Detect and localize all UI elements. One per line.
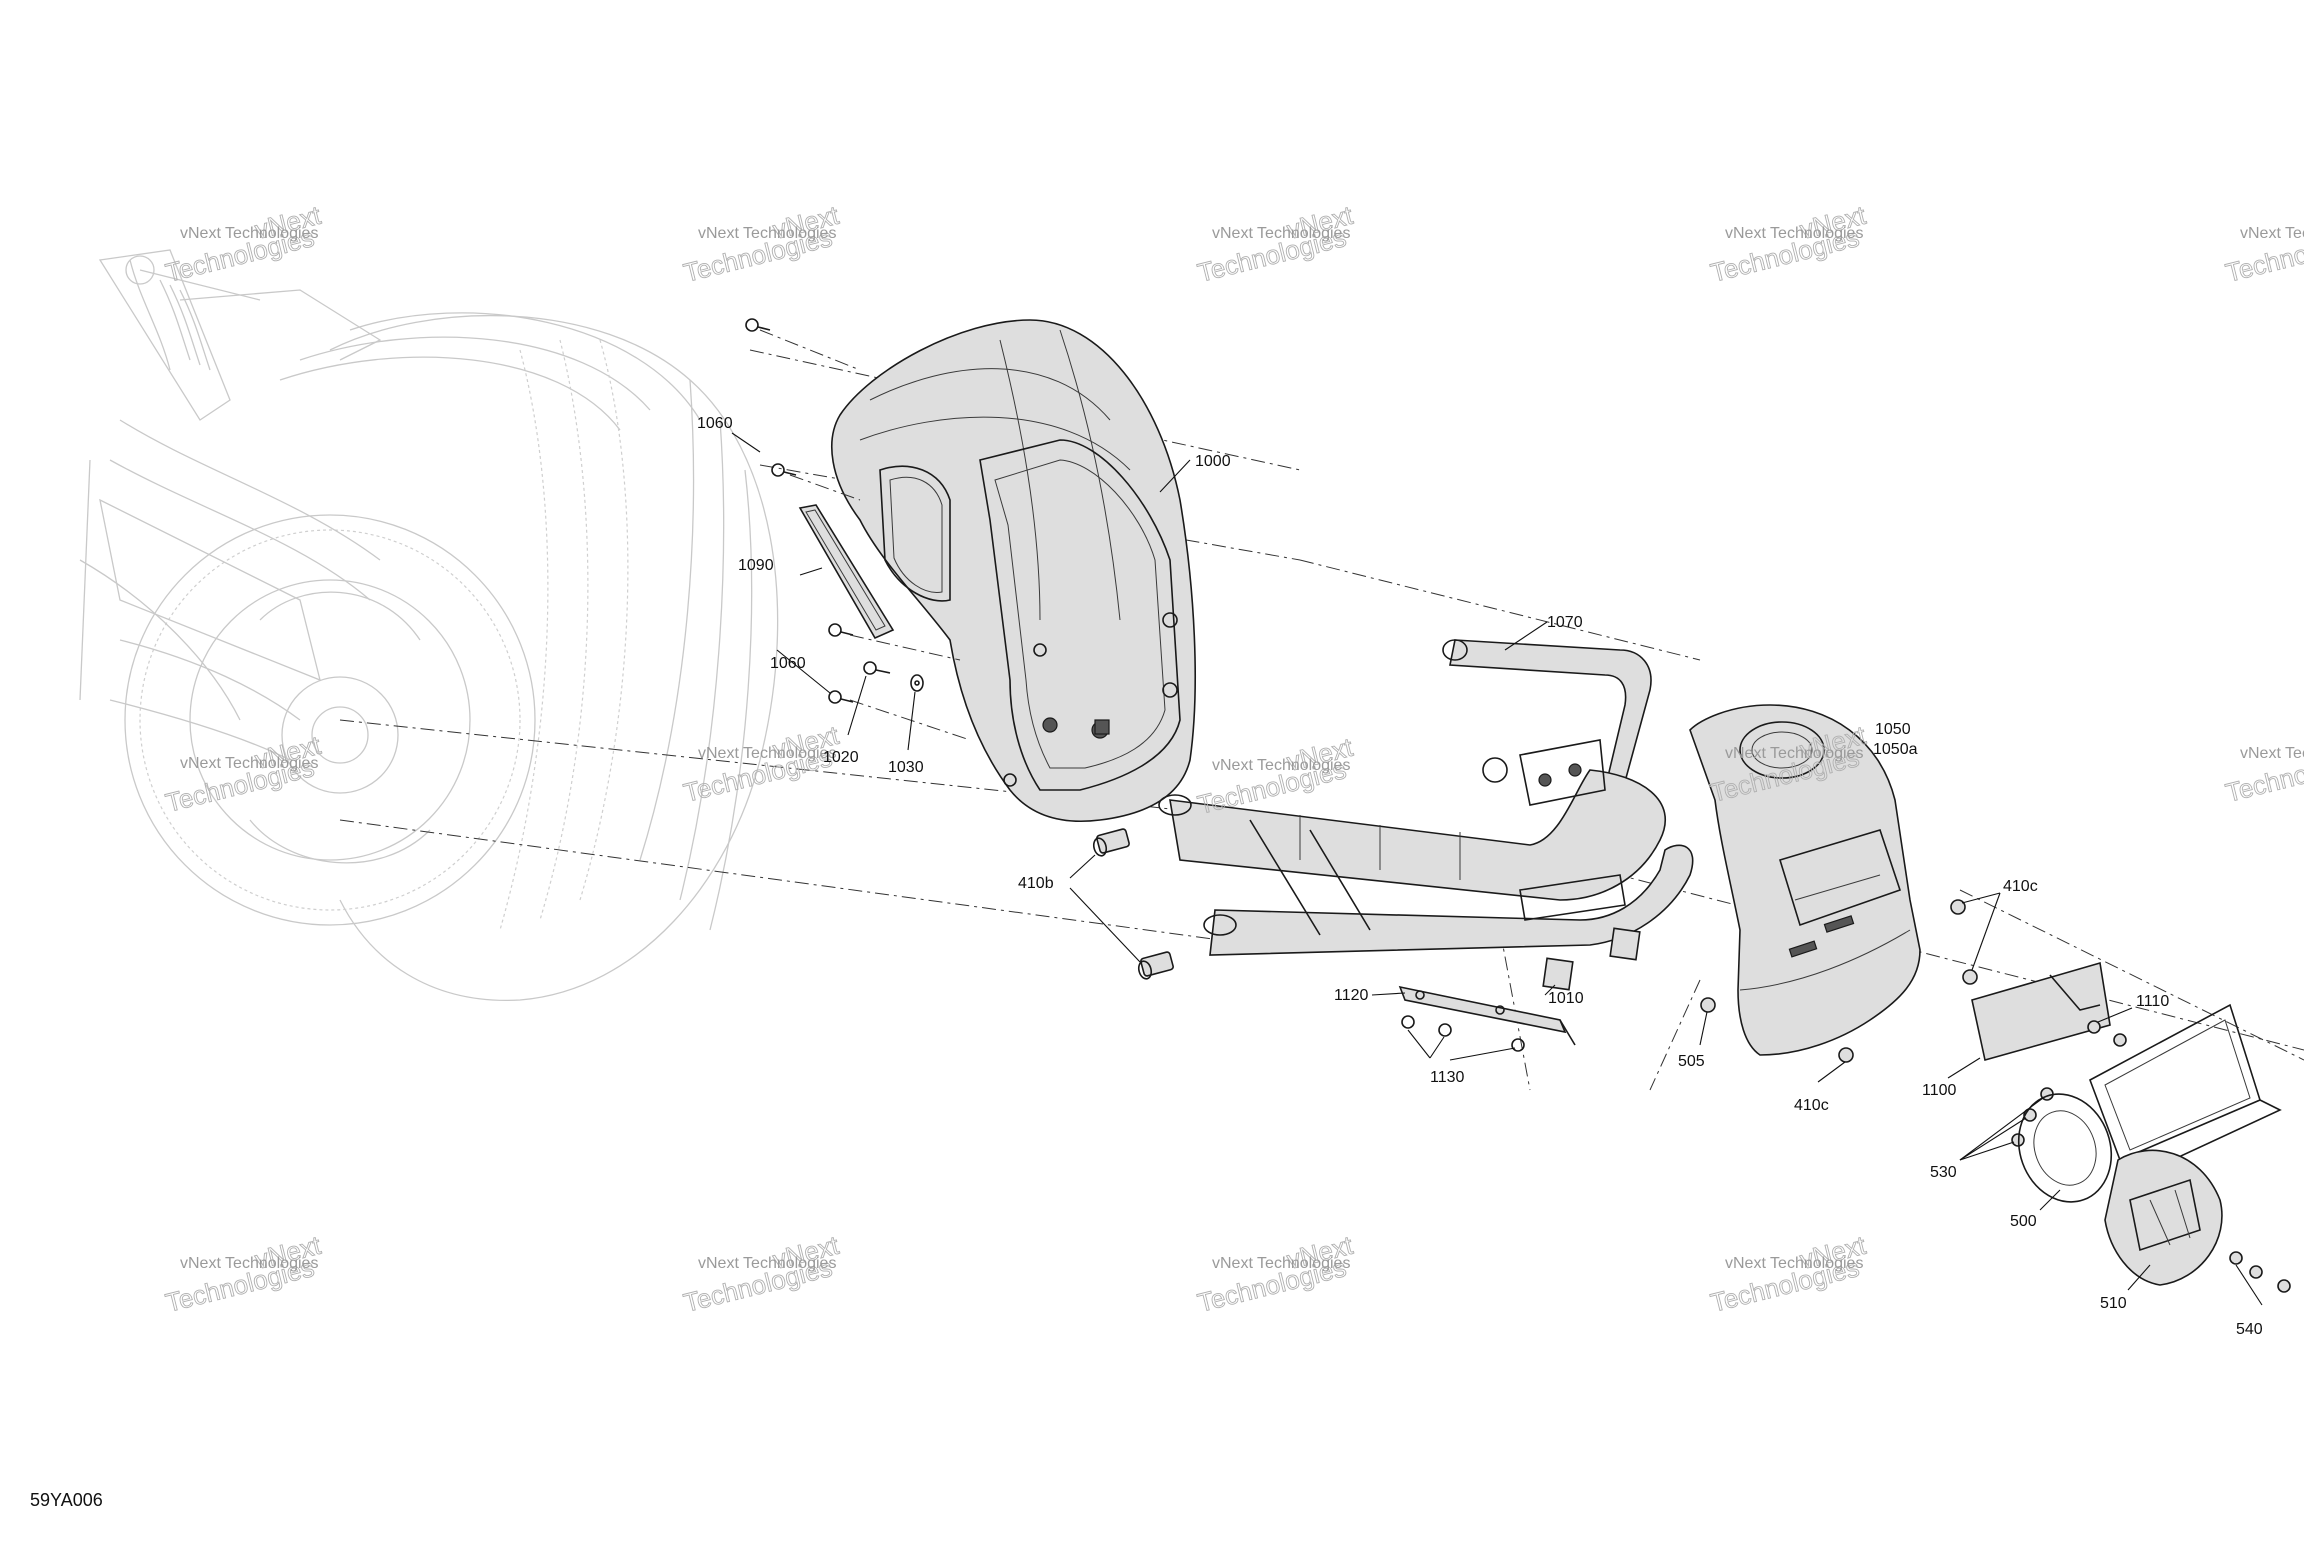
ghost-rear-wheel xyxy=(124,312,779,1002)
callout-1010: 1010 xyxy=(1548,990,1584,1007)
svg-text:vNext Technologies: vNext Technologies xyxy=(1725,225,1863,242)
callout-1120: 1120 xyxy=(1334,987,1369,1004)
watermark-7: Technologies vNext vNext Technologies xyxy=(680,719,843,808)
svg-text:vNext Technologies: vNext Technologies xyxy=(698,1255,836,1272)
watermark-3: Technologies vNext vNext Technologies xyxy=(1194,199,1357,288)
part-1070-frame xyxy=(1158,639,1694,956)
part-1110-screw xyxy=(2087,1020,2127,1047)
callout-410c-top: 410c xyxy=(2003,878,2038,895)
callout-1100: 1100 xyxy=(1922,1082,1957,1099)
part-1050-housing xyxy=(1689,704,1921,1056)
callout-1050a: 1050a xyxy=(1873,741,1918,758)
part-1010-clips xyxy=(1542,927,1641,991)
watermark-12: Technologies vNext vNext Technologies xyxy=(680,1229,843,1318)
watermarks: Technologies vNext vNext Technologies Te… xyxy=(162,199,2304,1318)
part-1000-fender xyxy=(831,319,1197,823)
watermark-2: Technologies vNext vNext Technologies xyxy=(680,199,843,288)
watermark-10: Technologies vNext Technologies xyxy=(2222,742,2304,809)
svg-text:vNext Technologies: vNext Technologies xyxy=(180,1255,318,1272)
svg-text:vNext Technologies: vNext Technologies xyxy=(1212,225,1350,242)
callout-1110: 1110 xyxy=(2136,993,2169,1010)
watermark-4: Technologies vNext vNext Technologies xyxy=(1707,199,1870,288)
part-410b-bolts xyxy=(1092,828,1174,980)
part-410c-screws xyxy=(1838,899,1978,1063)
callout-500: 500 xyxy=(2010,1213,2037,1230)
callout-labels: 1000 1060 1060 1090 1020 1030 1070 1050 … xyxy=(697,415,2263,1338)
callout-1050: 1050 xyxy=(1875,721,1911,738)
callout-1060-lower: 1060 xyxy=(770,655,806,672)
svg-text:vNext Technologies: vNext Technologies xyxy=(180,225,318,242)
part-1100-bracket xyxy=(1971,961,2111,1061)
watermark-11: Technologies vNext vNext Technologies xyxy=(162,1229,325,1318)
fasteners-left xyxy=(745,318,971,741)
watermark-14: Technologies vNext vNext Technologies xyxy=(1707,1229,1870,1318)
part-1120-bracket xyxy=(1398,985,1576,1046)
callout-530: 530 xyxy=(1930,1164,1957,1181)
part-510-lamp-cover xyxy=(2104,1149,2223,1286)
watermark-1: Technologies vNext vNext Technologies xyxy=(162,199,325,288)
svg-text:vNext Technologies: vNext Technologies xyxy=(180,755,318,772)
part-1090-reflector xyxy=(798,504,895,640)
part-500-gasket xyxy=(2017,1093,2113,1203)
svg-text:vNext Technologies: vNext Technologies xyxy=(1212,757,1350,774)
watermark-8: Technologies vNext vNext Technologies xyxy=(1194,731,1357,820)
svg-text:vNext Technologies: vNext Technologies xyxy=(1725,1255,1863,1272)
callout-1130: 1130 xyxy=(1430,1069,1465,1086)
callout-1070: 1070 xyxy=(1547,614,1583,631)
callout-510: 510 xyxy=(2100,1295,2127,1312)
svg-text:vNext Technologies: vNext Technologies xyxy=(1212,1255,1350,1272)
ghost-swingarm xyxy=(79,249,382,761)
part-1130-nuts xyxy=(1401,1015,1525,1052)
leader-lines xyxy=(731,432,2263,1306)
callout-410c-bottom: 410c xyxy=(1794,1097,1829,1114)
part-plate-frame xyxy=(2089,1003,2282,1176)
watermark-5: Technologies vNext Technologies xyxy=(2222,222,2304,289)
callout-505: 505 xyxy=(1678,1053,1705,1070)
svg-text:vNext Technologies: vNext Technologies xyxy=(1725,745,1863,762)
exploded-axis-lines xyxy=(339,349,2304,1091)
svg-text:vNext Technologies: vNext Technologies xyxy=(698,745,836,762)
watermark-13: Technologies vNext vNext Technologies xyxy=(1194,1229,1357,1318)
part-540-nuts xyxy=(2229,1251,2291,1293)
svg-text:vNext Technologies: vNext Technologies xyxy=(2240,745,2304,762)
callout-410b: 410b xyxy=(1018,875,1054,892)
diagram-reference-code: 59YA006 xyxy=(30,1490,103,1510)
callout-540: 540 xyxy=(2236,1321,2263,1338)
callout-1030: 1030 xyxy=(888,759,924,776)
callout-1060-top: 1060 xyxy=(697,415,733,432)
svg-text:vNext Technologies: vNext Technologies xyxy=(698,225,836,242)
callout-1000: 1000 xyxy=(1195,453,1231,470)
callout-1090: 1090 xyxy=(738,557,774,574)
watermark-6: Technologies vNext vNext Technologies xyxy=(162,729,325,818)
svg-text:vNext Technologies: vNext Technologies xyxy=(2240,225,2304,242)
part-505-screw xyxy=(1700,997,1716,1013)
callout-1020: 1020 xyxy=(823,749,859,766)
